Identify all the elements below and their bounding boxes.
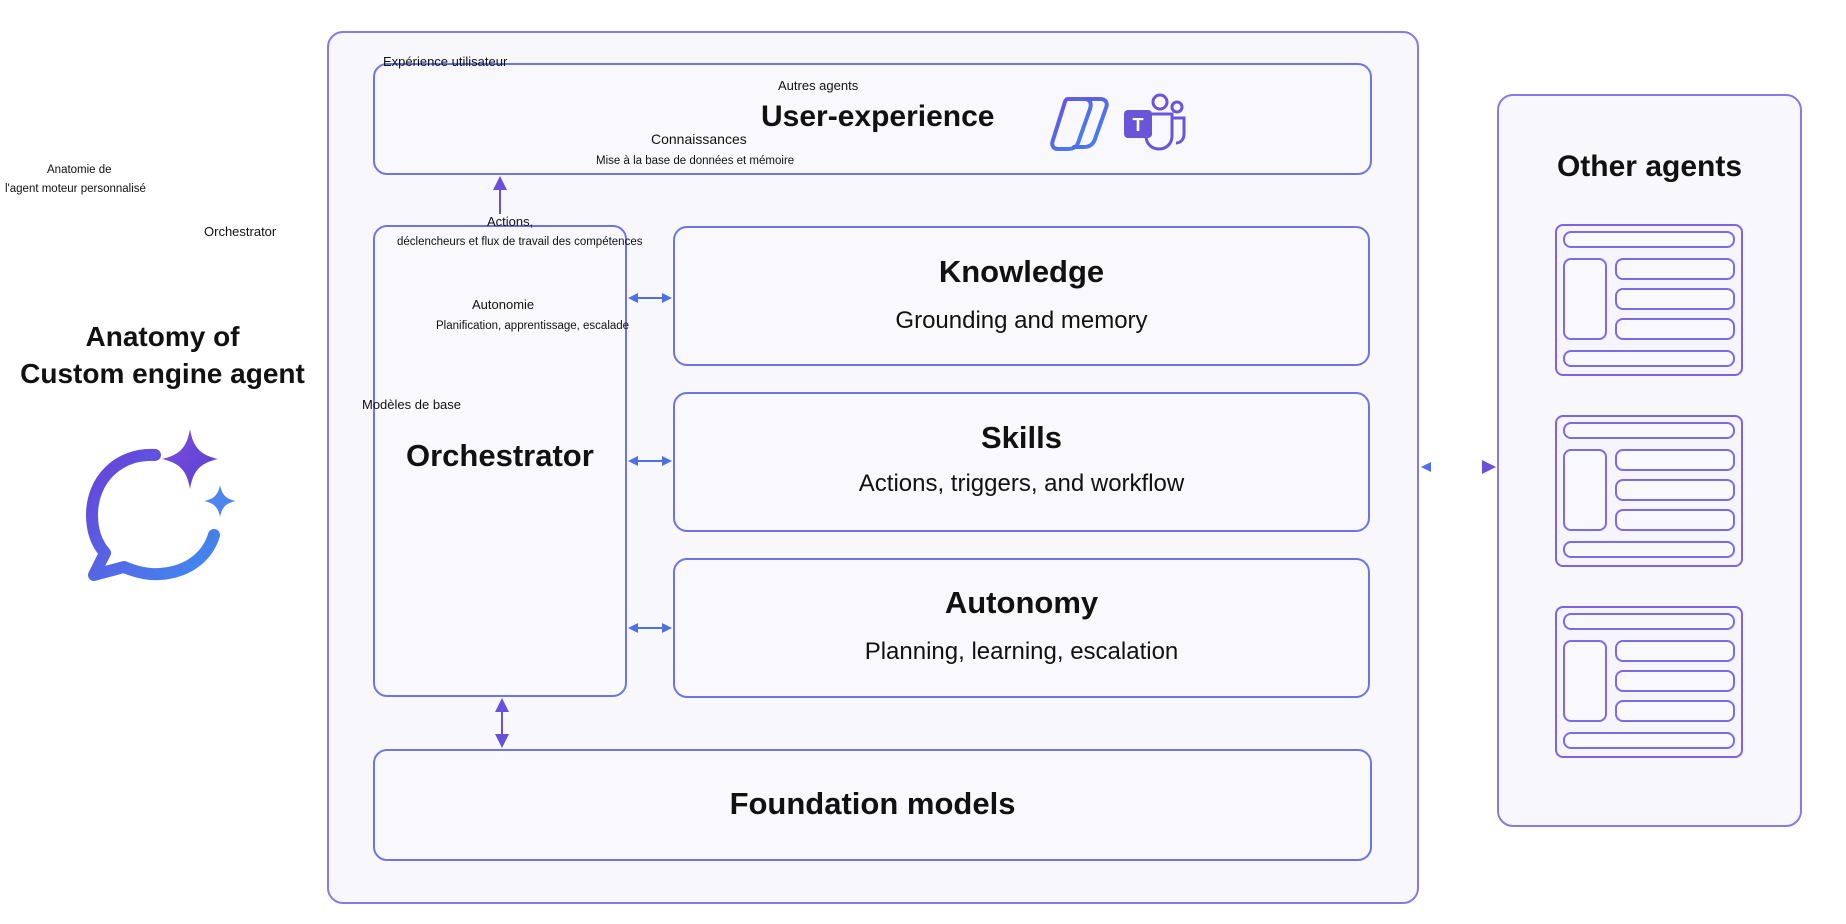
knowledge-subtitle: Grounding and memory — [895, 307, 1148, 334]
agent-card-pill — [1563, 258, 1607, 340]
agent-card-2 — [1555, 415, 1743, 567]
copilot-logo-icon — [1050, 95, 1110, 156]
overlay-planification: Planification, apprentissage, escalade — [436, 320, 630, 332]
autonomy-title: Autonomy — [944, 585, 1099, 620]
anatomy-small-label-line1: Anatomie de — [47, 164, 112, 176]
user-experience-box — [373, 63, 1372, 175]
agent-card-pill — [1563, 613, 1735, 630]
skills-box — [673, 392, 1370, 532]
autonomy-subtitle: Planning, learning, escalation — [864, 638, 1179, 665]
agent-card-pill — [1615, 670, 1735, 692]
overlay-autonomie: Autonomie — [472, 297, 535, 312]
agent-card-3 — [1555, 606, 1743, 758]
agent-card-pill — [1563, 422, 1735, 439]
agent-card-pill — [1615, 288, 1735, 310]
agent-card-pill — [1615, 509, 1735, 531]
diagram-title-line2: Custom engine agent — [20, 358, 305, 389]
agent-card-pill — [1615, 700, 1735, 722]
overlay-declencheurs: déclencheurs et flux de travail des comp… — [397, 236, 643, 248]
overlay-connaissances: Connaissances — [651, 131, 747, 147]
skills-subtitle: Actions, triggers, and workflow — [858, 470, 1185, 497]
overlay-mise-a-la-base: Mise à la base de données et mémoire — [596, 155, 795, 167]
agent-card-pill — [1563, 732, 1735, 749]
diagram-title: Anatomy of Custom engine agent — [10, 318, 315, 392]
overlay-modeles-de-base: Modèles de base — [362, 397, 462, 412]
teams-logo-icon: T — [1122, 92, 1186, 157]
orchestrator-title: Orchestrator — [406, 438, 594, 473]
agent-card-pill — [1563, 541, 1735, 558]
agent-card-pill — [1563, 640, 1607, 722]
agent-card-pill — [1563, 449, 1607, 531]
knowledge-title: Knowledge — [938, 254, 1105, 289]
agent-card-pill — [1563, 350, 1735, 367]
agent-card-pill — [1615, 479, 1735, 501]
overlay-autres-agents: Autres agents — [778, 78, 859, 93]
diagram-title-line1: Anatomy of — [85, 321, 240, 352]
knowledge-box — [673, 226, 1370, 366]
agent-card-pill — [1615, 640, 1735, 662]
anatomy-small-label-line2: l'agent moteur personnalisé — [5, 183, 146, 195]
agent-card-pill — [1615, 258, 1735, 280]
other-agents-title: Other agents — [1556, 150, 1743, 183]
overlay-actions: Actions, — [487, 214, 534, 229]
agent-card-1 — [1555, 224, 1743, 376]
orchestrator-box — [373, 225, 627, 697]
skills-title: Skills — [981, 420, 1062, 455]
user-experience-title: User-experience — [761, 100, 995, 133]
small-orchestrator-label: Orchestrator — [204, 224, 277, 239]
agent-card-pill — [1563, 231, 1735, 248]
agent-card-pill — [1615, 449, 1735, 471]
agent-card-pill — [1615, 318, 1735, 340]
teams-letter: T — [1133, 115, 1144, 135]
foundation-models-title: Foundation models — [729, 786, 1016, 821]
autonomy-box — [673, 558, 1370, 698]
copilot-chat-sparkle-icon — [86, 429, 236, 581]
overlay-experience-utilisateur: Expérience utilisateur — [383, 54, 508, 69]
foundation-models-box — [373, 749, 1372, 861]
